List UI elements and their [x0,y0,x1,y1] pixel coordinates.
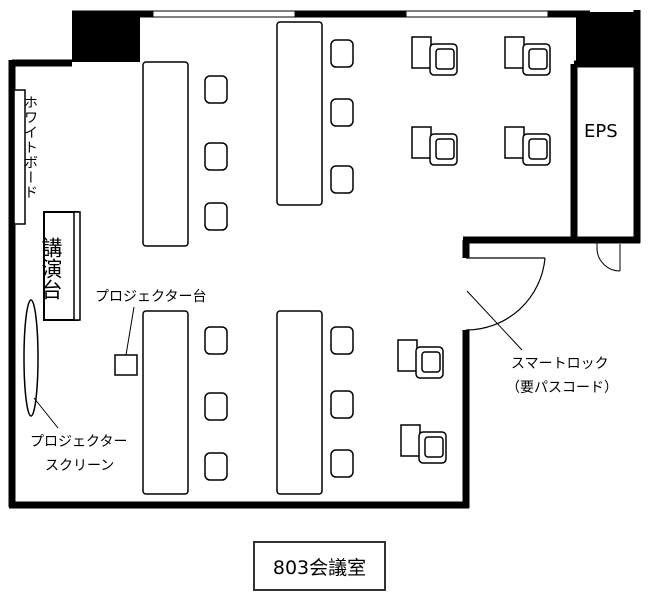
projector-stand-label: プロジェクター台 [95,289,206,305]
lectern-edge [73,211,81,321]
room-name-caption: 803会議室 [253,541,386,591]
whiteboard-label: ホワイトボード [22,95,38,200]
lectern-label: 講演台 [39,237,63,300]
lectern [43,211,79,321]
room-name: 803会議室 [272,556,367,579]
smart-lock-label-2: （要パスコード） [506,380,618,396]
table-center-bottom [276,310,323,495]
tables [142,21,323,495]
chairs [204,39,354,481]
projector-screen-label-2: スクリーン [45,458,114,474]
desk-chair-6 [400,424,447,464]
whiteboard [13,89,26,225]
desk-chair-2 [504,36,551,76]
windows [152,10,549,18]
desk-chair-4 [504,126,551,166]
smart-lock-leader [466,290,523,351]
main-door [465,257,546,331]
desk-chair-3 [411,126,458,166]
eps-door [596,243,621,272]
table-center-top [276,21,323,206]
desk-chair-1 [411,36,458,76]
projector-stand [114,354,138,376]
projector-screen-leader [33,397,59,429]
projector-stand-leader [125,306,135,356]
table-left-top [142,61,189,247]
desk-chair-5 [397,339,444,379]
eps-label: EPS [584,121,618,142]
pillar-top-right [576,12,640,64]
table-left-bottom [142,310,189,495]
projector-screen-label-1: プロジェクター [30,434,127,450]
desk-chair-sets [397,36,551,464]
pillar-top-left [72,12,140,62]
projector-screen [23,299,39,417]
smart-lock-label-1: スマートロック [511,356,609,372]
